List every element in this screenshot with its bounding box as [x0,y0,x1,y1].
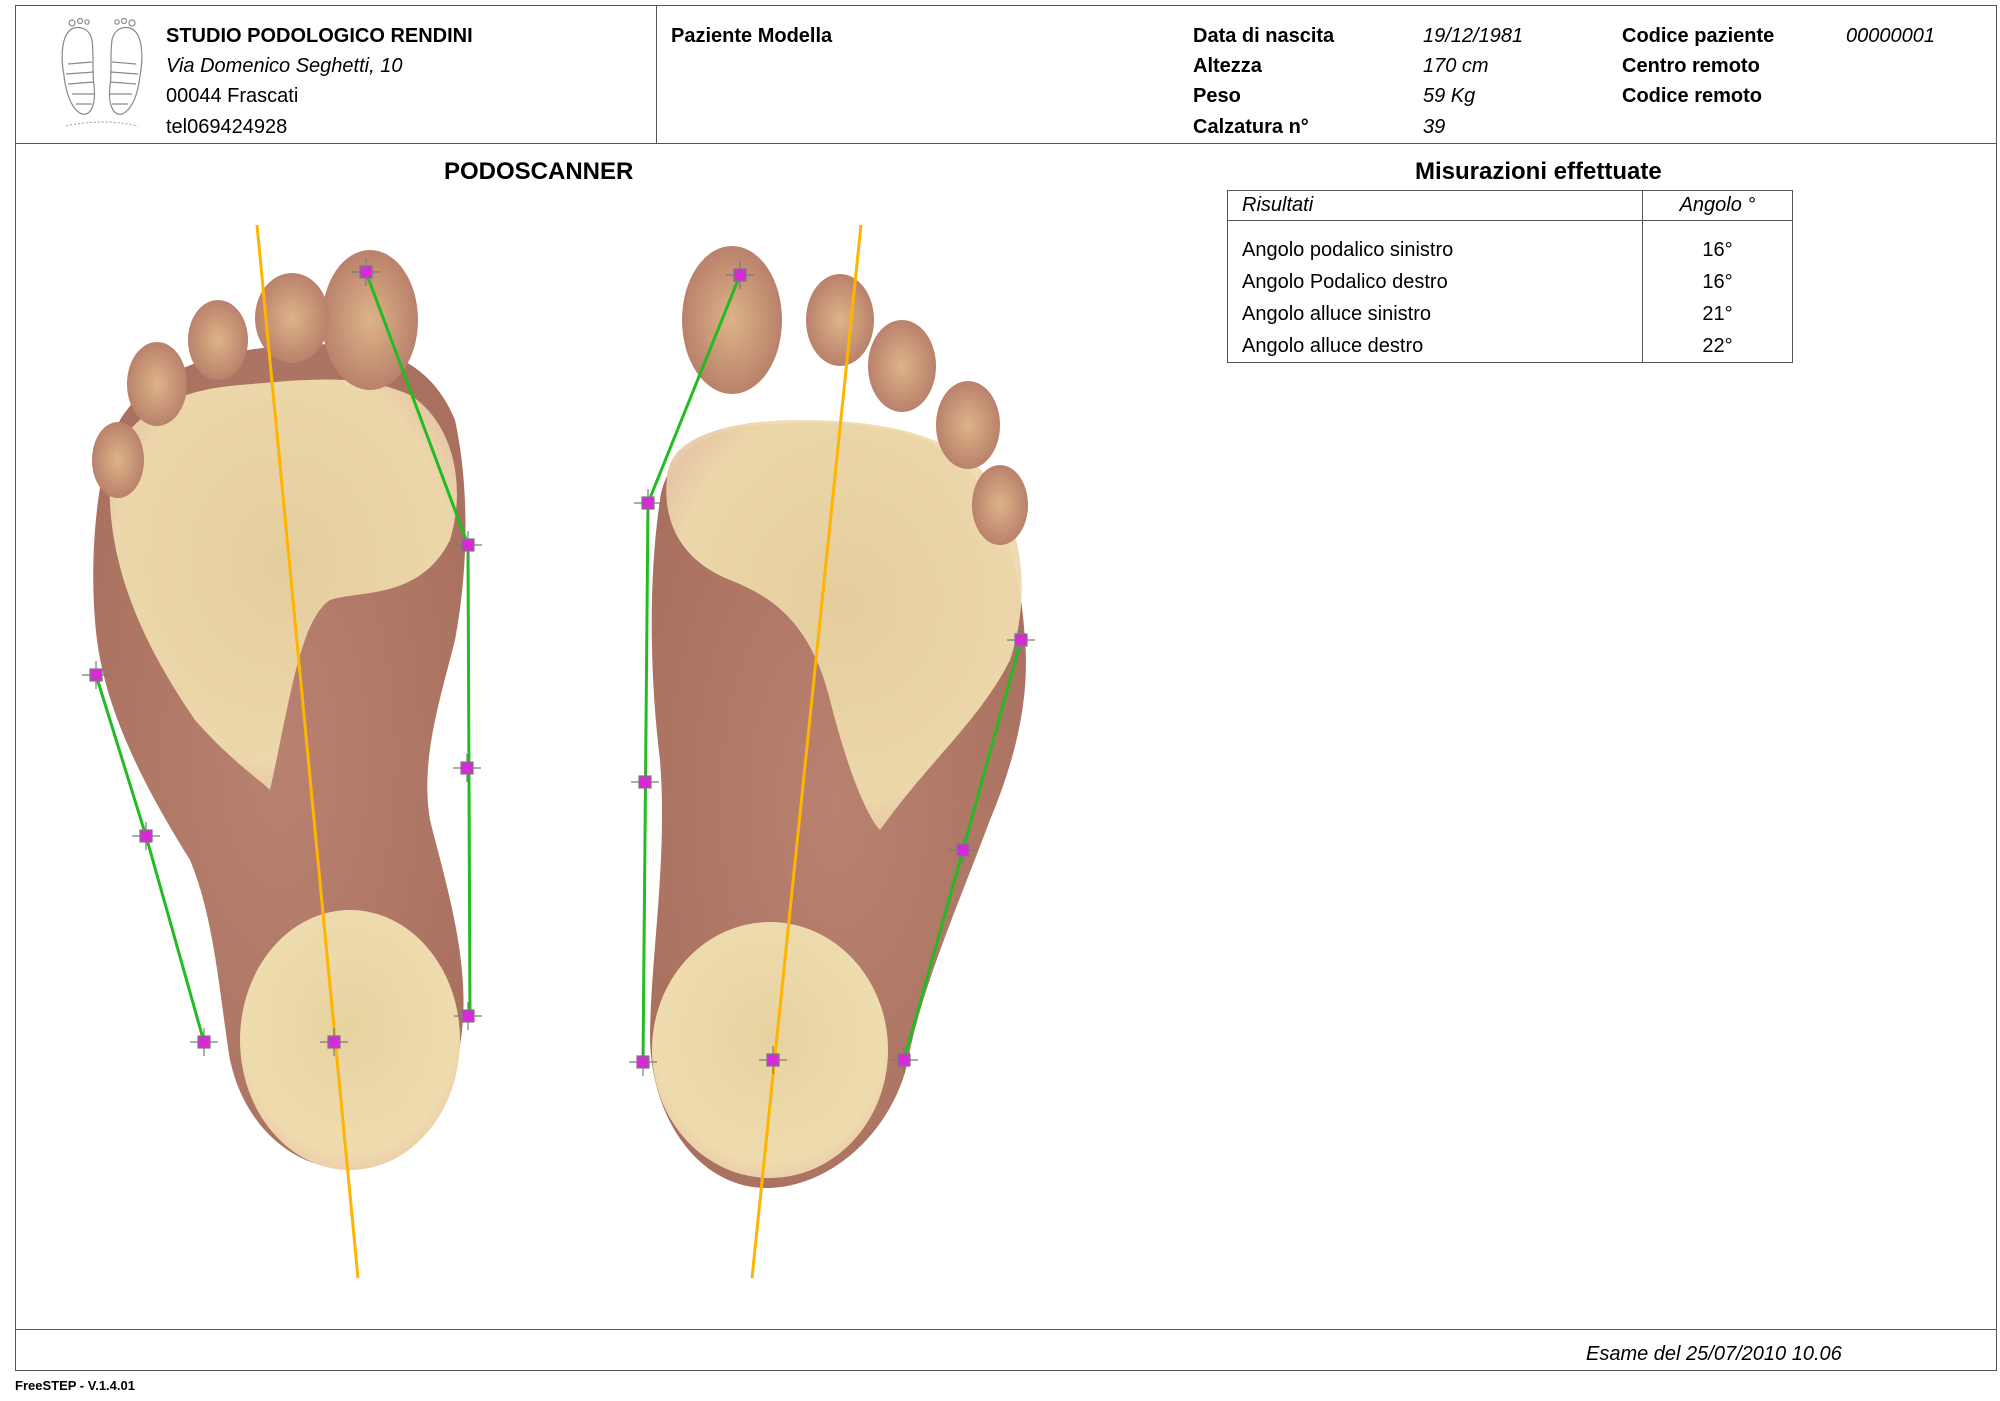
studio-name: STUDIO PODOLOGICO RENDINI [166,25,473,47]
table-row: Angolo alluce destro 22° [1227,330,1793,363]
measurements-table: Risultati Angolo ° Angolo podalico sinis… [1227,190,1793,363]
weight-value: 59 Kg [1423,85,1476,107]
table-row: Angolo alluce sinistro 21° [1227,298,1793,330]
studio-phone: tel069424928 [166,116,288,138]
height-value: 170 cm [1423,55,1489,77]
shoe-size-value: 39 [1423,116,1446,138]
measurement-value: 21° [1702,302,1733,325]
remote-center-label: Centro remoto [1622,55,1760,77]
exam-date: Esame del 25/07/2010 10.06 [1586,1343,1842,1365]
measurement-label: Angolo Podalico destro [1227,266,1643,298]
measurement-value: 22° [1702,334,1733,357]
measurement-label: Angolo alluce sinistro [1227,298,1643,330]
birth-date-value: 19/12/1981 [1423,25,1524,47]
feet-logo-icon [61,17,143,127]
patient-code-label: Codice paziente [1622,25,1775,47]
studio-city: 00044 Frascati [166,85,299,107]
measurement-value: 16° [1702,238,1733,261]
footer-divider [15,1329,1997,1330]
right-foot [641,224,1028,1279]
studio-address: Via Domenico Seghetti, 10 [166,55,403,77]
landmark-markers [82,258,1035,1076]
measurement-label: Angolo podalico sinistro [1227,234,1643,266]
patient-code-value: 00000001 [1846,25,1935,47]
results-column-header: Risultati [1227,190,1643,221]
measurement-value: 16° [1702,270,1733,293]
weight-label: Peso [1193,85,1241,107]
measurements-title: Misurazioni effettuate [1415,158,1662,185]
app-version: FreeSTEP - V.1.4.01 [15,1378,135,1393]
shoe-size-label: Calzatura n° [1193,116,1309,138]
remote-code-label: Codice remoto [1622,85,1763,107]
table-row: Angolo Podalico destro 16° [1227,266,1793,298]
header-column-divider [656,5,657,143]
measurement-label: Angolo alluce destro [1227,330,1643,363]
header-divider [15,143,1997,144]
podoscanner-title: PODOSCANNER [444,158,634,185]
birth-date-label: Data di nascita [1193,25,1335,47]
left-foot [92,224,472,1279]
angle-column-header: Angolo ° [1642,190,1793,221]
table-row: Angolo podalico sinistro 16° [1227,234,1793,266]
patient-name: Paziente Modella [671,25,833,47]
report-frame [15,5,1997,1371]
height-label: Altezza [1193,55,1262,77]
table-header-row: Risultati Angolo ° [1227,190,1793,221]
